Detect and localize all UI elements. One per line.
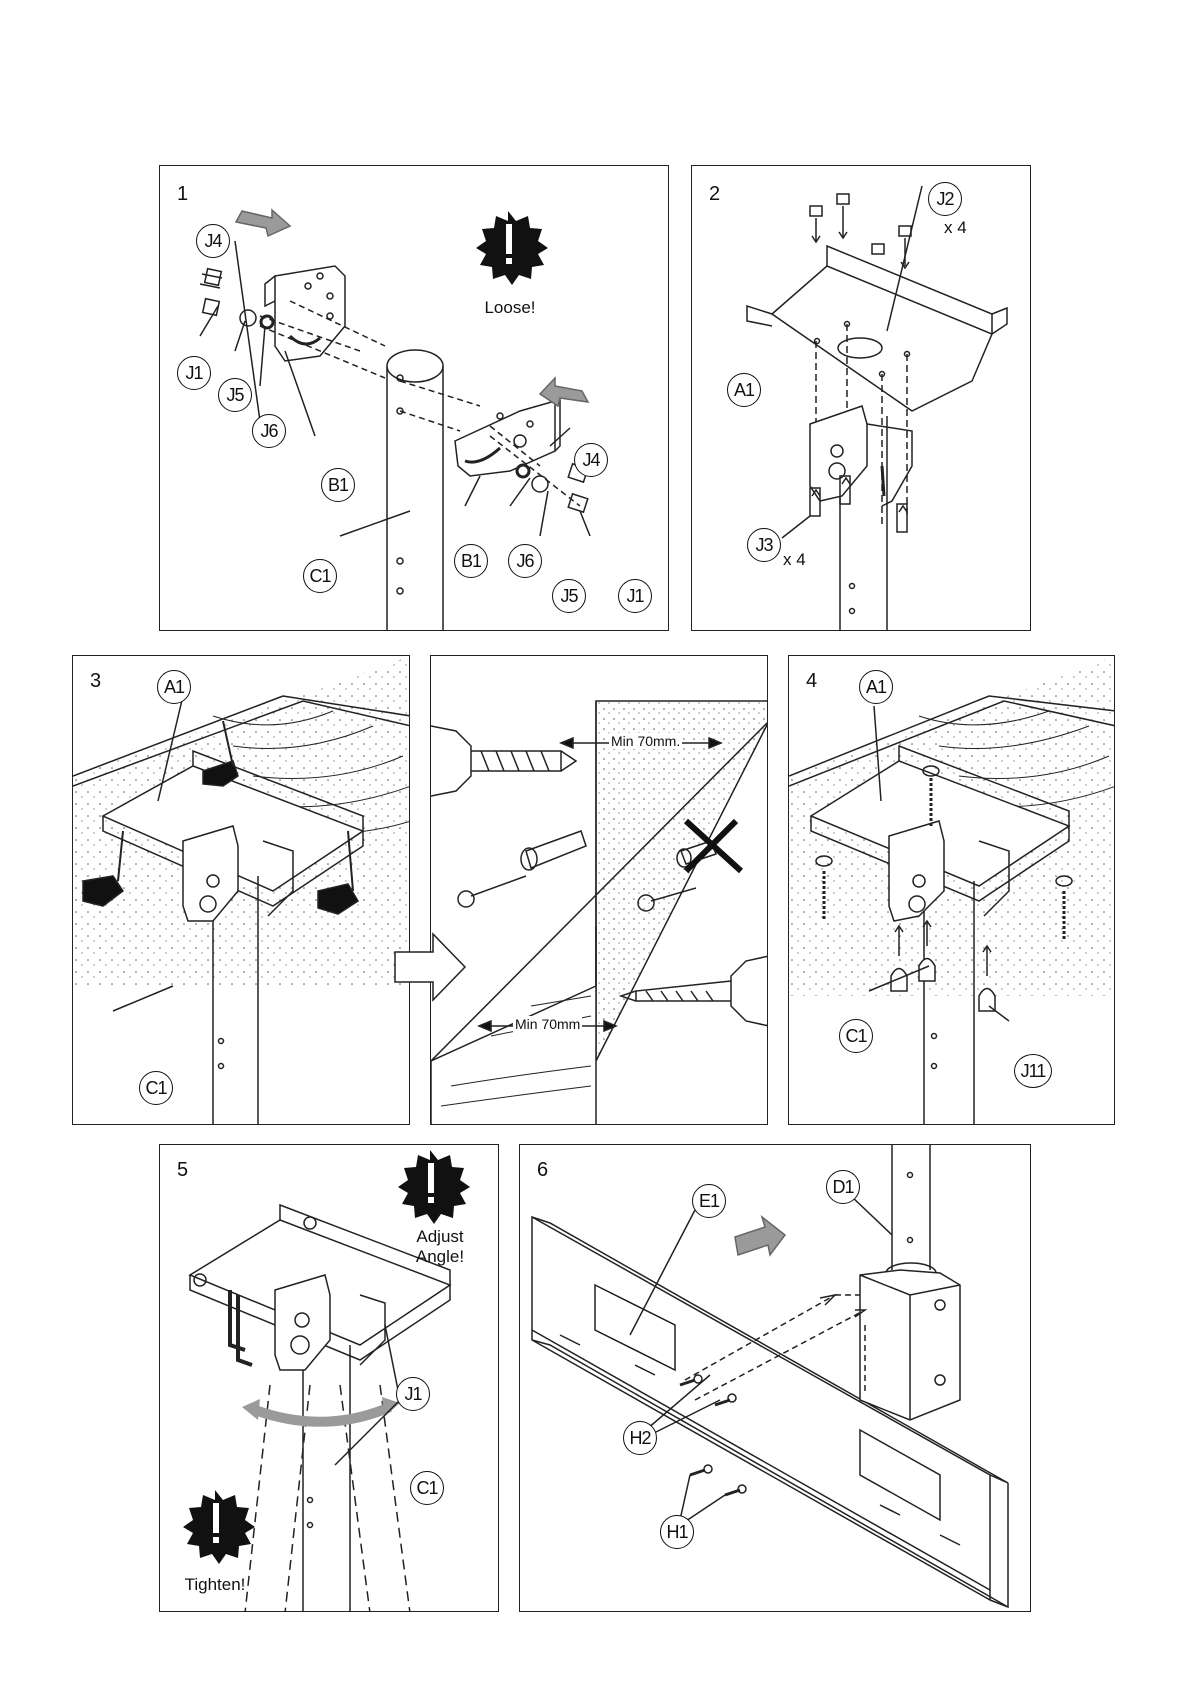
adjust-note-line: Adjust bbox=[400, 1227, 480, 1247]
callout-j4: J4 bbox=[574, 443, 608, 477]
step-number: 4 bbox=[806, 670, 817, 693]
callout-a1: A1 bbox=[727, 373, 761, 407]
callout-h1: H1 bbox=[660, 1515, 694, 1549]
callout-c1: C1 bbox=[410, 1471, 444, 1505]
exclamation-burst-icon bbox=[183, 1490, 255, 1564]
callout-j4: J4 bbox=[196, 224, 230, 258]
callout-j2: J2 bbox=[928, 182, 962, 216]
callout-j6: J6 bbox=[508, 544, 542, 578]
callout-j1: J1 bbox=[177, 356, 211, 390]
callout-h2: H2 bbox=[623, 1421, 657, 1455]
step-4-illustration bbox=[789, 656, 1115, 1125]
exclamation-burst-icon bbox=[398, 1150, 470, 1224]
callout-a1: A1 bbox=[859, 670, 893, 704]
adjust-angle-note: Adjust Angle! bbox=[400, 1227, 480, 1267]
callout-c1: C1 bbox=[303, 559, 337, 593]
min-depth-label-bottom: Min 70mm bbox=[513, 1016, 582, 1032]
step-number: 3 bbox=[90, 670, 101, 693]
step-number: 6 bbox=[537, 1159, 548, 1182]
callout-e1: E1 bbox=[692, 1184, 726, 1218]
callout-b1: B1 bbox=[321, 468, 355, 502]
callout-j1: J1 bbox=[618, 579, 652, 613]
anchor-detail-illustration bbox=[431, 656, 768, 1125]
callout-j11: J11 bbox=[1014, 1054, 1052, 1088]
step-number: 5 bbox=[177, 1159, 188, 1182]
quantity-label: x 4 bbox=[783, 550, 806, 570]
callout-a1: A1 bbox=[157, 670, 191, 704]
callout-j1: J1 bbox=[396, 1377, 430, 1411]
gray-arrow-icon bbox=[393, 932, 468, 1002]
step-3-illustration bbox=[73, 656, 410, 1125]
step-6-panel: 6 E1 D1 H2 H1 bbox=[519, 1144, 1031, 1612]
callout-j5: J5 bbox=[218, 378, 252, 412]
step-2-panel: 2 J2 x 4 A1 J3 x 4 bbox=[691, 165, 1031, 631]
step-6-illustration bbox=[520, 1145, 1031, 1612]
step-5-panel: 5 Adjust Angle! Tighten! J1 C1 bbox=[159, 1144, 499, 1612]
step-number: 1 bbox=[177, 183, 188, 206]
callout-b1: B1 bbox=[454, 544, 488, 578]
quantity-label: x 4 bbox=[944, 218, 967, 238]
callout-d1: D1 bbox=[826, 1170, 860, 1204]
angle-note-line: Angle! bbox=[400, 1247, 480, 1267]
step-5-illustration bbox=[160, 1145, 499, 1612]
anchor-detail-panel: Min 70mm. Min 70mm bbox=[430, 655, 768, 1125]
callout-j6: J6 bbox=[252, 414, 286, 448]
step-1-panel: 1 Loose! J4 J1 J5 J6 B1 J4 B1 J6 J5 J1 C… bbox=[159, 165, 669, 631]
callout-j3: J3 bbox=[747, 528, 781, 562]
callout-j5: J5 bbox=[552, 579, 586, 613]
step-number: 2 bbox=[709, 183, 720, 206]
step-4-panel: 4 A1 C1 J11 bbox=[788, 655, 1115, 1125]
loose-note: Loose! bbox=[470, 298, 550, 318]
exclamation-burst-icon bbox=[476, 211, 548, 285]
callout-c1: C1 bbox=[139, 1071, 173, 1105]
callout-c1: C1 bbox=[839, 1019, 873, 1053]
tighten-note: Tighten! bbox=[170, 1575, 260, 1595]
min-depth-label-top: Min 70mm. bbox=[609, 733, 682, 749]
step-3-panel: 3 A1 C1 bbox=[72, 655, 410, 1125]
